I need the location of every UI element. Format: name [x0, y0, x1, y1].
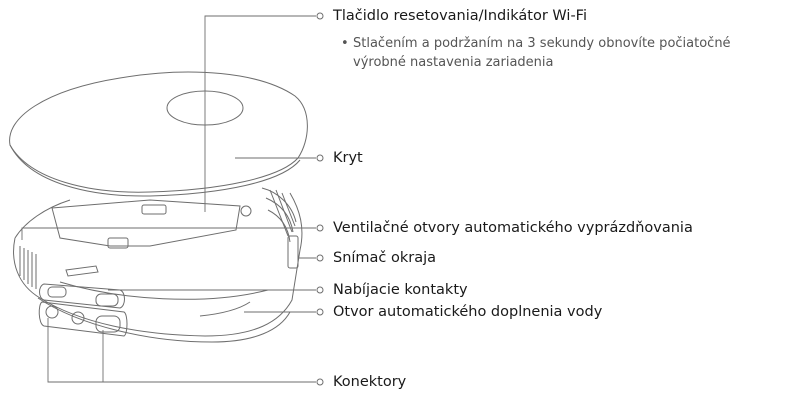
endpoint-vents: [316, 224, 324, 232]
label-connectors: Konektory: [333, 374, 407, 390]
connector-right-hole: [95, 315, 121, 333]
robot-bottom-edge: [37, 297, 291, 343]
charging-contact-left: [47, 286, 67, 298]
endpoint-edge-sensor: [316, 254, 324, 262]
label-vents: Ventilačné otvory automatického vyprázdň…: [333, 220, 693, 236]
robot-body-rim: [14, 199, 269, 300]
reset-detail-line1: Stlačením a podržaním na 3 sekundy obnov…: [353, 36, 731, 51]
bullet-marker: •: [341, 36, 349, 51]
charging-contact-right: [95, 293, 119, 307]
side-vents-left: [19, 246, 37, 289]
label-charging-contacts: Nabíjacie kontakty: [333, 282, 468, 298]
endpoint-water: [316, 308, 324, 316]
callout-endpoints: [316, 12, 324, 386]
charging-contact-panel: [39, 283, 125, 309]
connector-left-hole: [45, 305, 59, 319]
reset-detail-line2: výrobné nastavenia zariadenia: [353, 55, 554, 70]
leader-vents: [21, 227, 316, 240]
connector-middle-hole: [71, 311, 85, 325]
side-vents-right: [261, 187, 297, 243]
label-cover: Kryt: [333, 150, 363, 166]
leader-reset: [204, 15, 316, 212]
cover-thickness: [9, 144, 301, 197]
connector-panel: [38, 301, 128, 337]
endpoint-connectors: [316, 378, 324, 386]
side-slot: [65, 265, 99, 277]
base-top-plate: [51, 199, 241, 247]
base-screw: [240, 205, 252, 217]
endpoint-reset: [316, 12, 324, 20]
edge-sensor-shape: [287, 235, 299, 269]
reset-detail: • Stlačením a podržaním na 3 sekundy obn…: [341, 34, 731, 72]
label-water-refill: Otvor automatického doplnenia vody: [333, 304, 603, 320]
callout-leaders: [21, 15, 316, 383]
robot-body-outline: [13, 192, 303, 337]
robot-vacuum-illustration: [9, 71, 308, 343]
label-edge-sensor: Snímač okraja: [333, 250, 437, 266]
label-reset-button: Tlačidlo resetovania/Indikátor Wi-Fi: [333, 8, 587, 24]
leader-connectors: [47, 318, 316, 383]
cover-shape: [9, 71, 308, 193]
endpoint-cover: [316, 154, 324, 162]
latch-shape: [107, 237, 129, 249]
endpoint-charging: [316, 286, 324, 294]
water-refill-slot: [199, 301, 251, 317]
reset-button-shape: [141, 204, 167, 215]
